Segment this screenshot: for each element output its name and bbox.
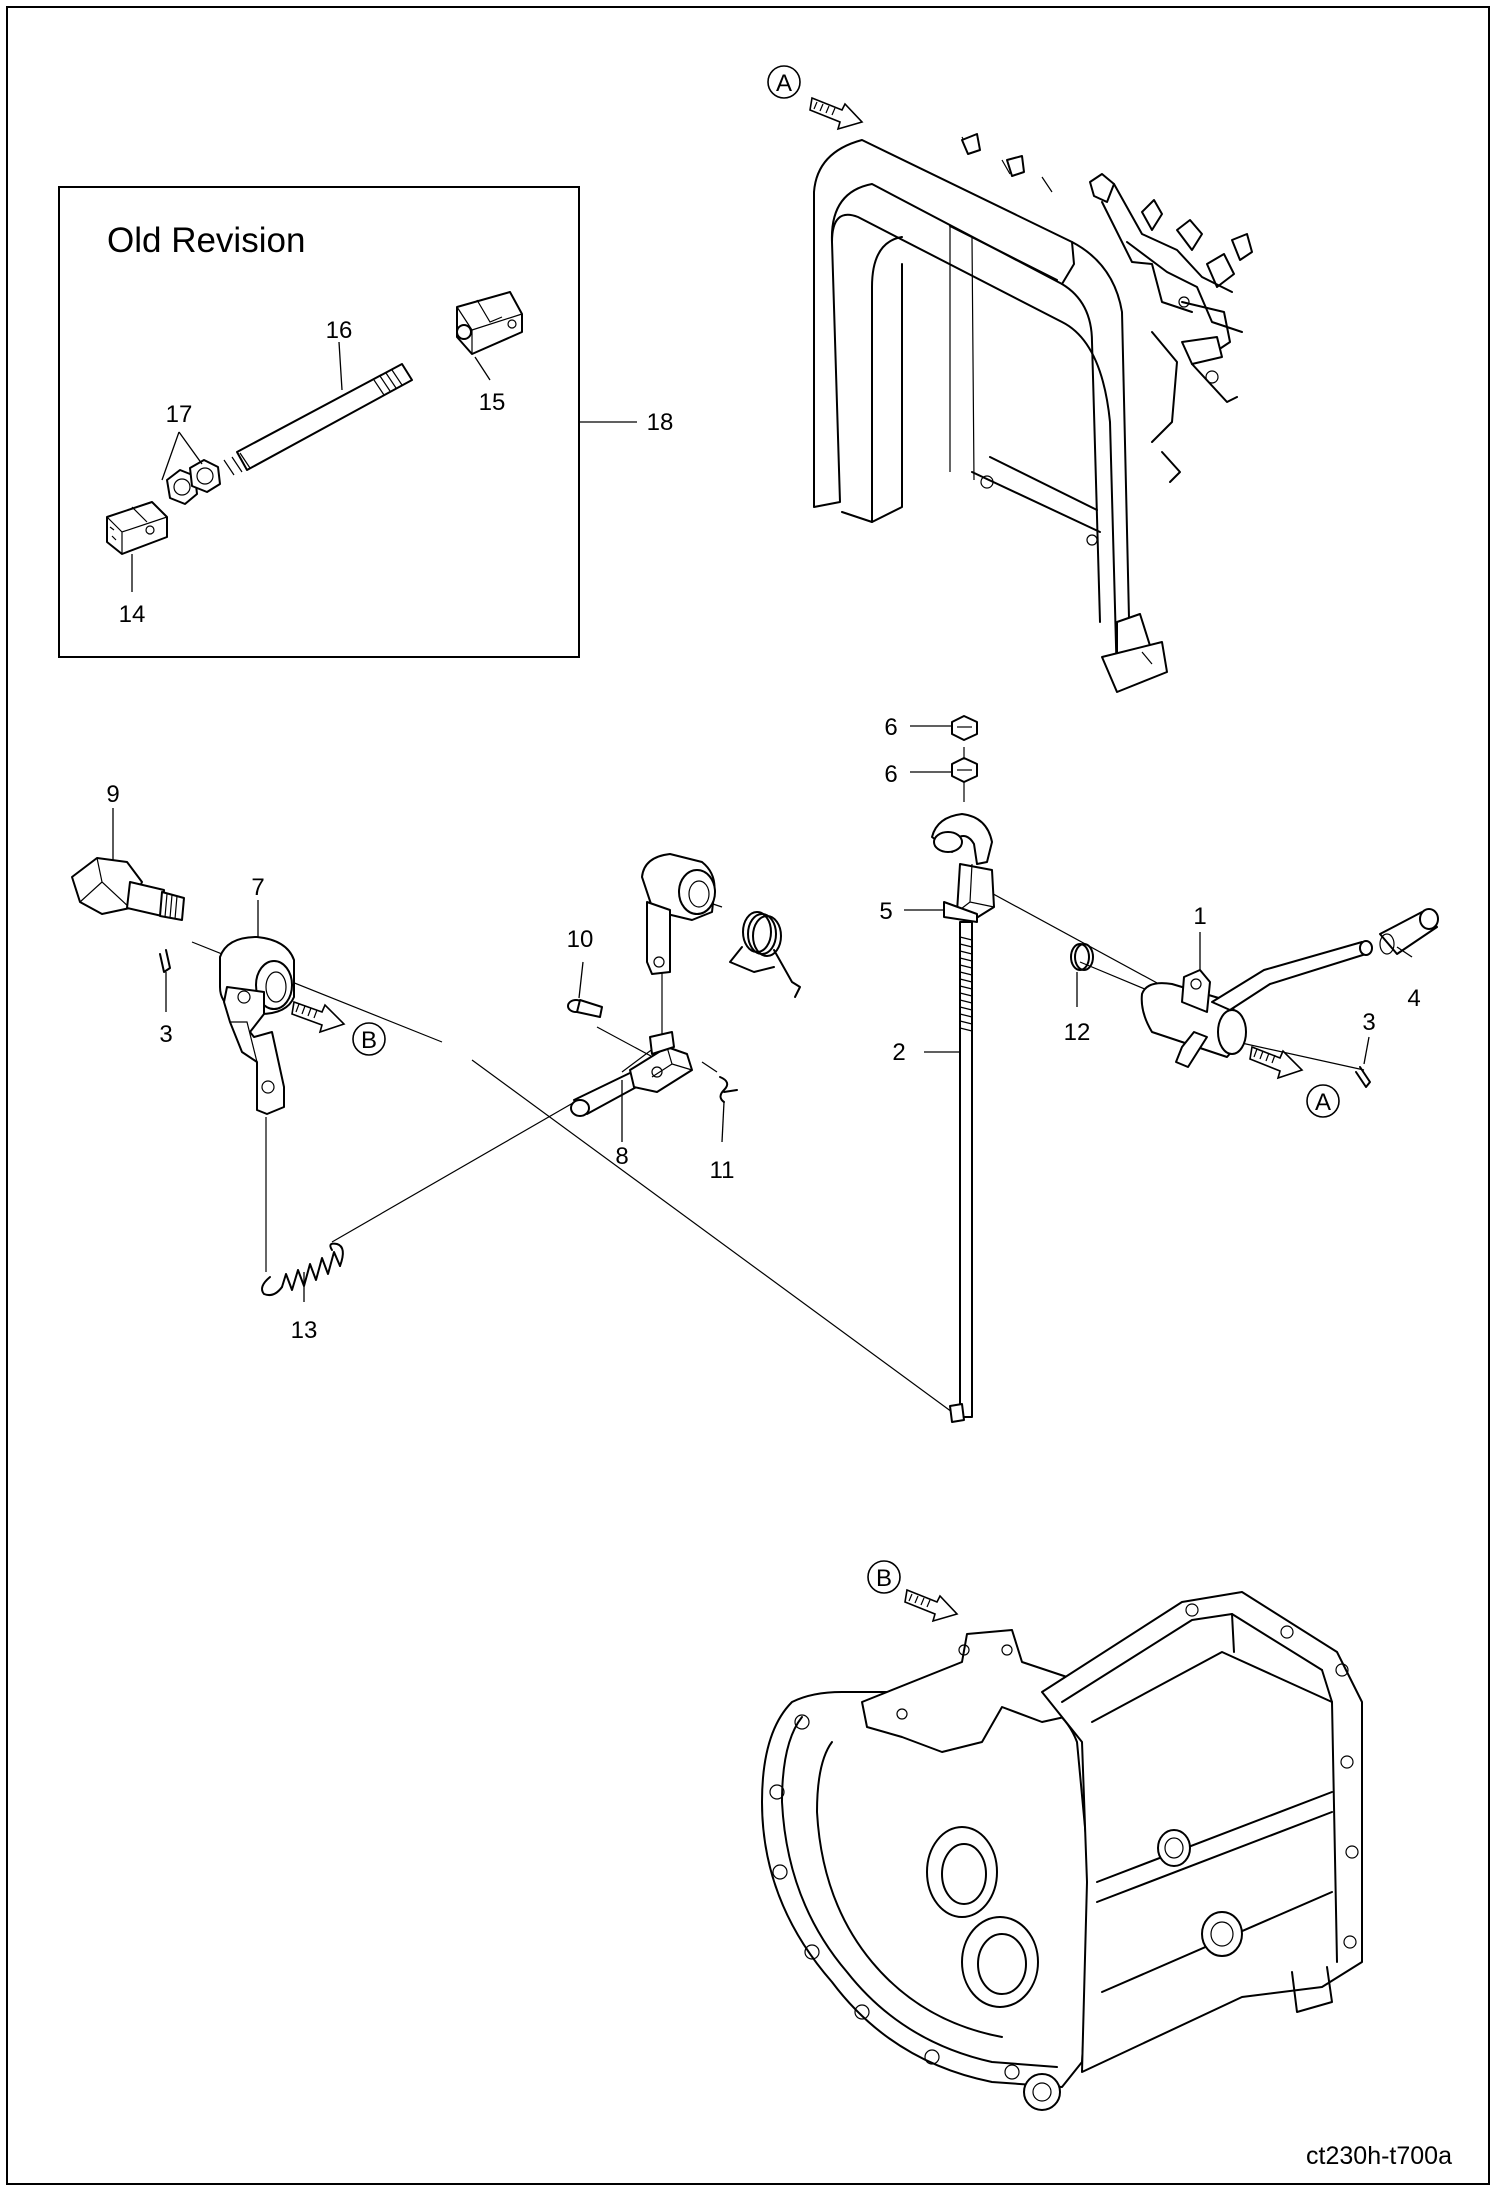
tension-spring-13 xyxy=(261,1242,344,1297)
nut-6-lower xyxy=(951,757,978,783)
callout-4: 4 xyxy=(1407,985,1420,1012)
pedal-lever-1 xyxy=(1140,940,1373,1068)
inset-callout-17: 17 xyxy=(166,401,193,428)
control-rod-2 xyxy=(949,921,973,1423)
callout-10: 10 xyxy=(567,926,594,953)
assembly-guide-lines xyxy=(191,747,1365,1413)
callout-3-right: 3 xyxy=(1362,1009,1375,1036)
callout-1: 1 xyxy=(1193,903,1206,930)
view-marker-b-arm: B xyxy=(291,1000,386,1056)
callout-3-left: 3 xyxy=(159,1021,172,1048)
inset-callout-14: 14 xyxy=(119,601,146,628)
inset-callout-18: 18 xyxy=(647,409,674,436)
drawing-frame: Old Revision xyxy=(6,6,1490,2185)
callout-5: 5 xyxy=(879,898,892,925)
callout-7: 7 xyxy=(251,874,264,901)
view-marker-b-housing: B xyxy=(867,1560,959,1623)
callout-13: 13 xyxy=(291,1317,318,1344)
callout-2: 2 xyxy=(892,1039,905,1066)
rod-end-8 xyxy=(570,1031,693,1117)
cotter-pin-3-left xyxy=(159,949,171,973)
callout-9: 9 xyxy=(106,781,119,808)
snap-ring-12 xyxy=(1070,943,1094,971)
old-revision-inset: Old Revision xyxy=(58,186,674,658)
cotter-pin-11 xyxy=(719,1076,738,1103)
callout-6-upper: 6 xyxy=(884,714,897,741)
view-marker-b-arm-letter: B xyxy=(361,1027,377,1054)
cotter-pin-3-right xyxy=(1355,1066,1371,1088)
callout-6-lower: 6 xyxy=(884,761,897,788)
view-marker-a-lever: A xyxy=(1249,1045,1340,1118)
upper-lever-arm xyxy=(641,853,716,975)
nut-6-upper xyxy=(951,715,978,741)
arm-7 xyxy=(219,936,295,1115)
lock-nuts-17 xyxy=(166,459,221,505)
yoke-end-15 xyxy=(456,291,523,355)
adjuster-rod-part xyxy=(223,363,413,476)
parts-diagram: Old Revision xyxy=(58,65,1452,2170)
callout-8: 8 xyxy=(615,1143,628,1170)
callout-11: 11 xyxy=(710,1157,735,1184)
transmission-housing xyxy=(761,1591,1363,2111)
callout-leaders xyxy=(112,725,1413,1302)
view-marker-a-top: A xyxy=(767,65,864,131)
callout-12: 12 xyxy=(1064,1019,1091,1046)
yoke-end-14 xyxy=(106,501,168,555)
inset-callout-15: 15 xyxy=(479,389,506,416)
bolt-9 xyxy=(71,857,185,921)
clevis-5 xyxy=(931,813,995,923)
inset-title: Old Revision xyxy=(107,221,305,260)
torsion-spring xyxy=(729,911,801,998)
view-marker-a-lever-letter: A xyxy=(1315,1089,1331,1116)
view-marker-b-housing-letter: B xyxy=(876,1565,892,1592)
clevis-pin-10 xyxy=(567,999,603,1018)
inset-callout-16: 16 xyxy=(326,317,353,344)
drawing-code: ct230h-t700a xyxy=(1306,2142,1452,2170)
grip-4 xyxy=(1379,908,1439,955)
cab-frame-assembly xyxy=(813,133,1253,693)
view-marker-a-top-letter: A xyxy=(776,70,792,97)
